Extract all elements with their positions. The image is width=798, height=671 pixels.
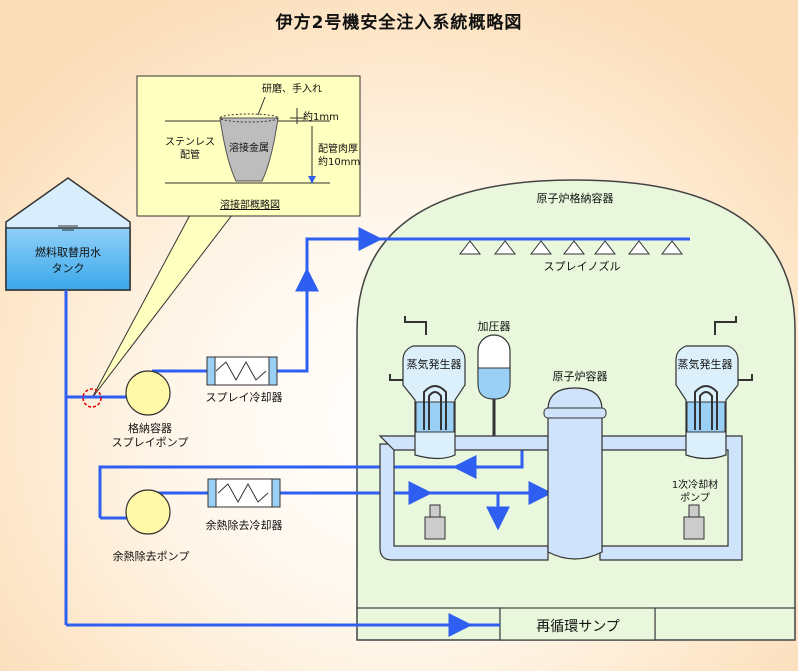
rhr-pump-label: 余熱除去ポンプ	[113, 549, 190, 563]
primary-pump-right	[683, 504, 705, 540]
sg-left-label: 蒸気発生器	[407, 357, 462, 371]
polish-label: 研磨、手入れ	[262, 82, 322, 95]
cs-pump-label-1: 格納容器	[128, 421, 172, 435]
flow-arrows	[295, 227, 553, 637]
containment-label: 原子炉格納容器	[537, 191, 614, 205]
spray-nozzles	[458, 240, 684, 255]
containment-spray-pump: 格納容器 スプレイポンプ	[112, 370, 189, 449]
spray-nozzle-label: スプレイノズル	[544, 259, 621, 273]
sg-right-label: 蒸気発生器	[678, 357, 733, 371]
rhr-cooler: 余熱除去冷却器	[206, 478, 283, 532]
stainless-label-1: ステンレス	[165, 137, 215, 148]
approx-1mm-label: 約1mm	[303, 110, 339, 123]
weld-location-marker	[82, 388, 102, 408]
cs-pump-label-2: スプレイポンプ	[112, 436, 189, 449]
cs-cooler-label: スプレイ冷却器	[206, 391, 283, 404]
steam-generator-left: 蒸気発生器	[389, 316, 466, 460]
tank-label-1: 燃料取替用水	[35, 245, 101, 259]
rhr-pump: 余熱除去ポンプ	[113, 489, 190, 563]
weld-detail-callout: 研磨、手入れ 約1mm ステンレス 配管 溶接金属 配管肉厚 約10mm 溶接部…	[91, 75, 361, 399]
callout-caption: 溶接部概略図	[220, 198, 280, 211]
pressurizer-label: 加圧器	[478, 320, 511, 333]
refueling-water-tank: 燃料取替用水 タンク	[5, 177, 131, 291]
reactor-vessel-label: 原子炉容器	[553, 369, 608, 383]
steam-generator-right: 蒸気発生器	[675, 316, 753, 460]
primary-loop	[378, 435, 743, 561]
reactor-vessel: 原子炉容器	[543, 369, 608, 560]
primary-pump-label-2: ポンプ	[680, 492, 710, 504]
stainless-label-2: 配管	[180, 148, 200, 161]
recirculation-sump	[499, 607, 656, 641]
primary-pump-left	[424, 504, 446, 540]
tank-label-2: タンク	[52, 262, 85, 275]
wall-thickness-label-1: 配管肉厚	[318, 142, 358, 155]
primary-pump-label-1: 1次冷却材	[672, 478, 718, 491]
spray-cooler: スプレイ冷却器	[206, 356, 283, 404]
diagram-title: 伊方2号機安全注入系統概略図	[275, 13, 523, 33]
rhr-cooler-label: 余熱除去冷却器	[206, 518, 283, 532]
sump-label: 再循環サンプ	[536, 619, 620, 635]
pressurizer: 加圧器	[477, 320, 511, 436]
weld-metal-label: 溶接金属	[229, 141, 269, 154]
weld-metal-shape	[219, 117, 279, 182]
wall-thickness-label-2: 約10mm	[318, 155, 360, 168]
